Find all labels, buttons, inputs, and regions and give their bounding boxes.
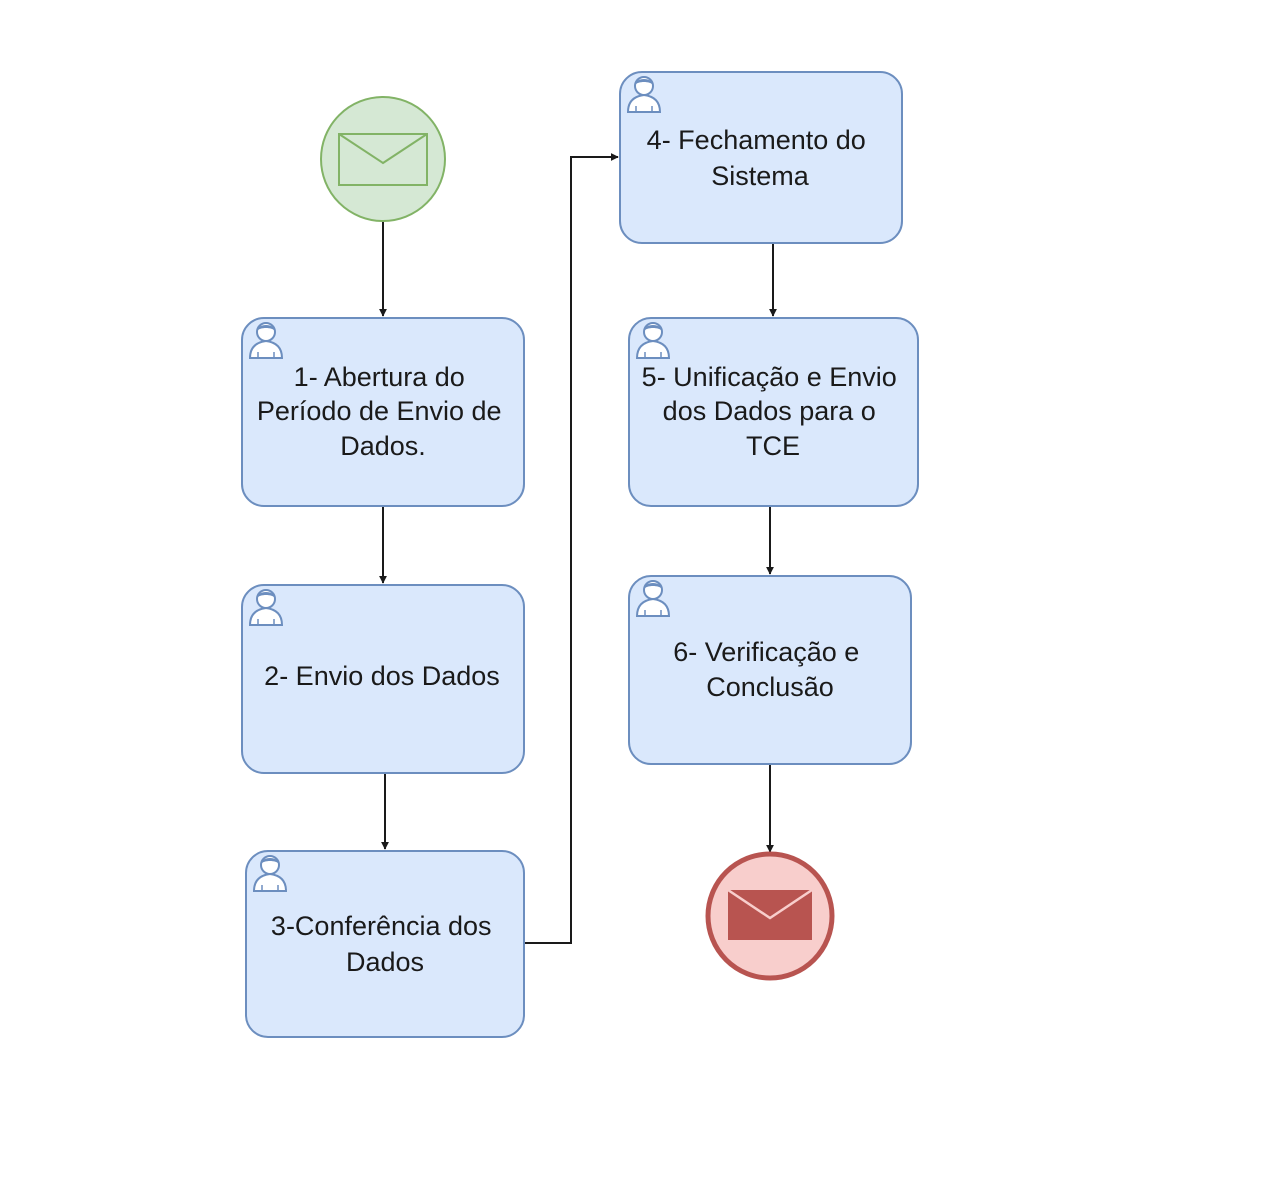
connector-task-3-to-task-4 bbox=[524, 153, 619, 944]
task-3[interactable]: 3-Conferência dos Dados bbox=[245, 850, 525, 1038]
user-icon bbox=[626, 76, 662, 113]
task-label-line: Sistema bbox=[711, 161, 810, 191]
envelope-filled-icon bbox=[727, 888, 813, 940]
task-label-line: Período de Envio de bbox=[257, 396, 502, 426]
task-label: 4- Fechamento do Sistema bbox=[647, 125, 874, 191]
task-1[interactable]: 1- Abertura do Período de Envio de Dados… bbox=[241, 317, 525, 507]
user-icon bbox=[252, 855, 288, 892]
task-label-line: dos Dados para o bbox=[663, 396, 876, 426]
task-label-line: 6- Verificação e bbox=[673, 637, 859, 667]
task-label-line: 1- Abertura do bbox=[294, 362, 465, 392]
end-event[interactable] bbox=[705, 851, 835, 981]
task-label-line: Conclusão bbox=[706, 672, 834, 702]
task-label: 6- Verificação e Conclusão bbox=[673, 637, 867, 702]
connectors bbox=[379, 153, 777, 944]
task-label: 1- Abertura do Período de Envio de Dados… bbox=[257, 362, 509, 461]
task-6[interactable]: 6- Verificação e Conclusão bbox=[628, 575, 912, 765]
task-4[interactable]: 4- Fechamento do Sistema bbox=[619, 71, 903, 244]
user-icon bbox=[248, 589, 284, 626]
start-event[interactable] bbox=[320, 96, 446, 222]
task-label-line: TCE bbox=[746, 431, 800, 461]
user-icon bbox=[635, 580, 671, 617]
task-2[interactable]: 2- Envio dos Dados bbox=[241, 584, 525, 774]
user-icon bbox=[635, 322, 671, 359]
task-label-line: Dados. bbox=[340, 431, 426, 461]
task-label: 5- Unificação e Envio dos Dados para o T… bbox=[642, 362, 905, 461]
task-label-line: Dados bbox=[346, 947, 424, 977]
task-label-line: 3-Conferência dos bbox=[271, 911, 492, 941]
task-label-line: 4- Fechamento do bbox=[647, 125, 866, 155]
envelope-icon bbox=[338, 133, 428, 186]
task-5[interactable]: 5- Unificação e Envio dos Dados para o T… bbox=[628, 317, 919, 507]
task-label: 2- Envio dos Dados bbox=[264, 661, 500, 691]
task-label: 3-Conferência dos Dados bbox=[271, 911, 499, 977]
task-label-line: 2- Envio dos Dados bbox=[264, 661, 500, 691]
user-icon bbox=[248, 322, 284, 359]
task-label-line: 5- Unificação e Envio bbox=[642, 362, 897, 392]
